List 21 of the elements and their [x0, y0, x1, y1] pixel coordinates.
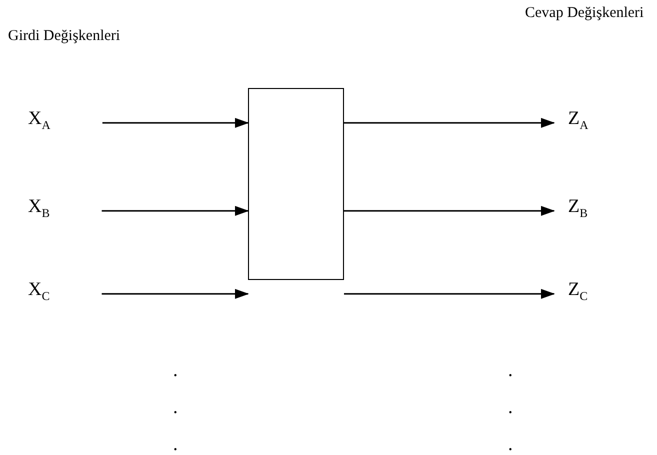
arrow	[102, 288, 249, 299]
variable-label: X$_{C}$	[28, 279, 50, 307]
ellipsis-dot: .	[173, 436, 178, 454]
ellipsis-dot: .	[508, 362, 513, 380]
heading-label: Girdi Değişkenleri	[8, 27, 120, 45]
ellipsis-dot: .	[508, 399, 513, 417]
arrow	[344, 118, 555, 128]
variable-label: Z$_{C}$	[568, 279, 588, 307]
variable-label: X$_{A}$	[28, 108, 50, 136]
variable-label: Z$_{B}$	[568, 196, 588, 224]
arrow	[344, 206, 555, 216]
system-box	[248, 88, 344, 280]
arrow	[344, 288, 555, 299]
variable-label: X$_{B}$	[28, 196, 50, 224]
ellipsis-dot: .	[173, 362, 178, 380]
arrow	[102, 206, 249, 216]
variable-label: Z$_{A}$	[568, 108, 588, 136]
arrow	[102, 118, 249, 128]
heading-label: Cevap Değişkenleri	[525, 4, 644, 22]
ellipsis-dot: .	[508, 436, 513, 454]
ellipsis-dot: .	[173, 399, 178, 417]
